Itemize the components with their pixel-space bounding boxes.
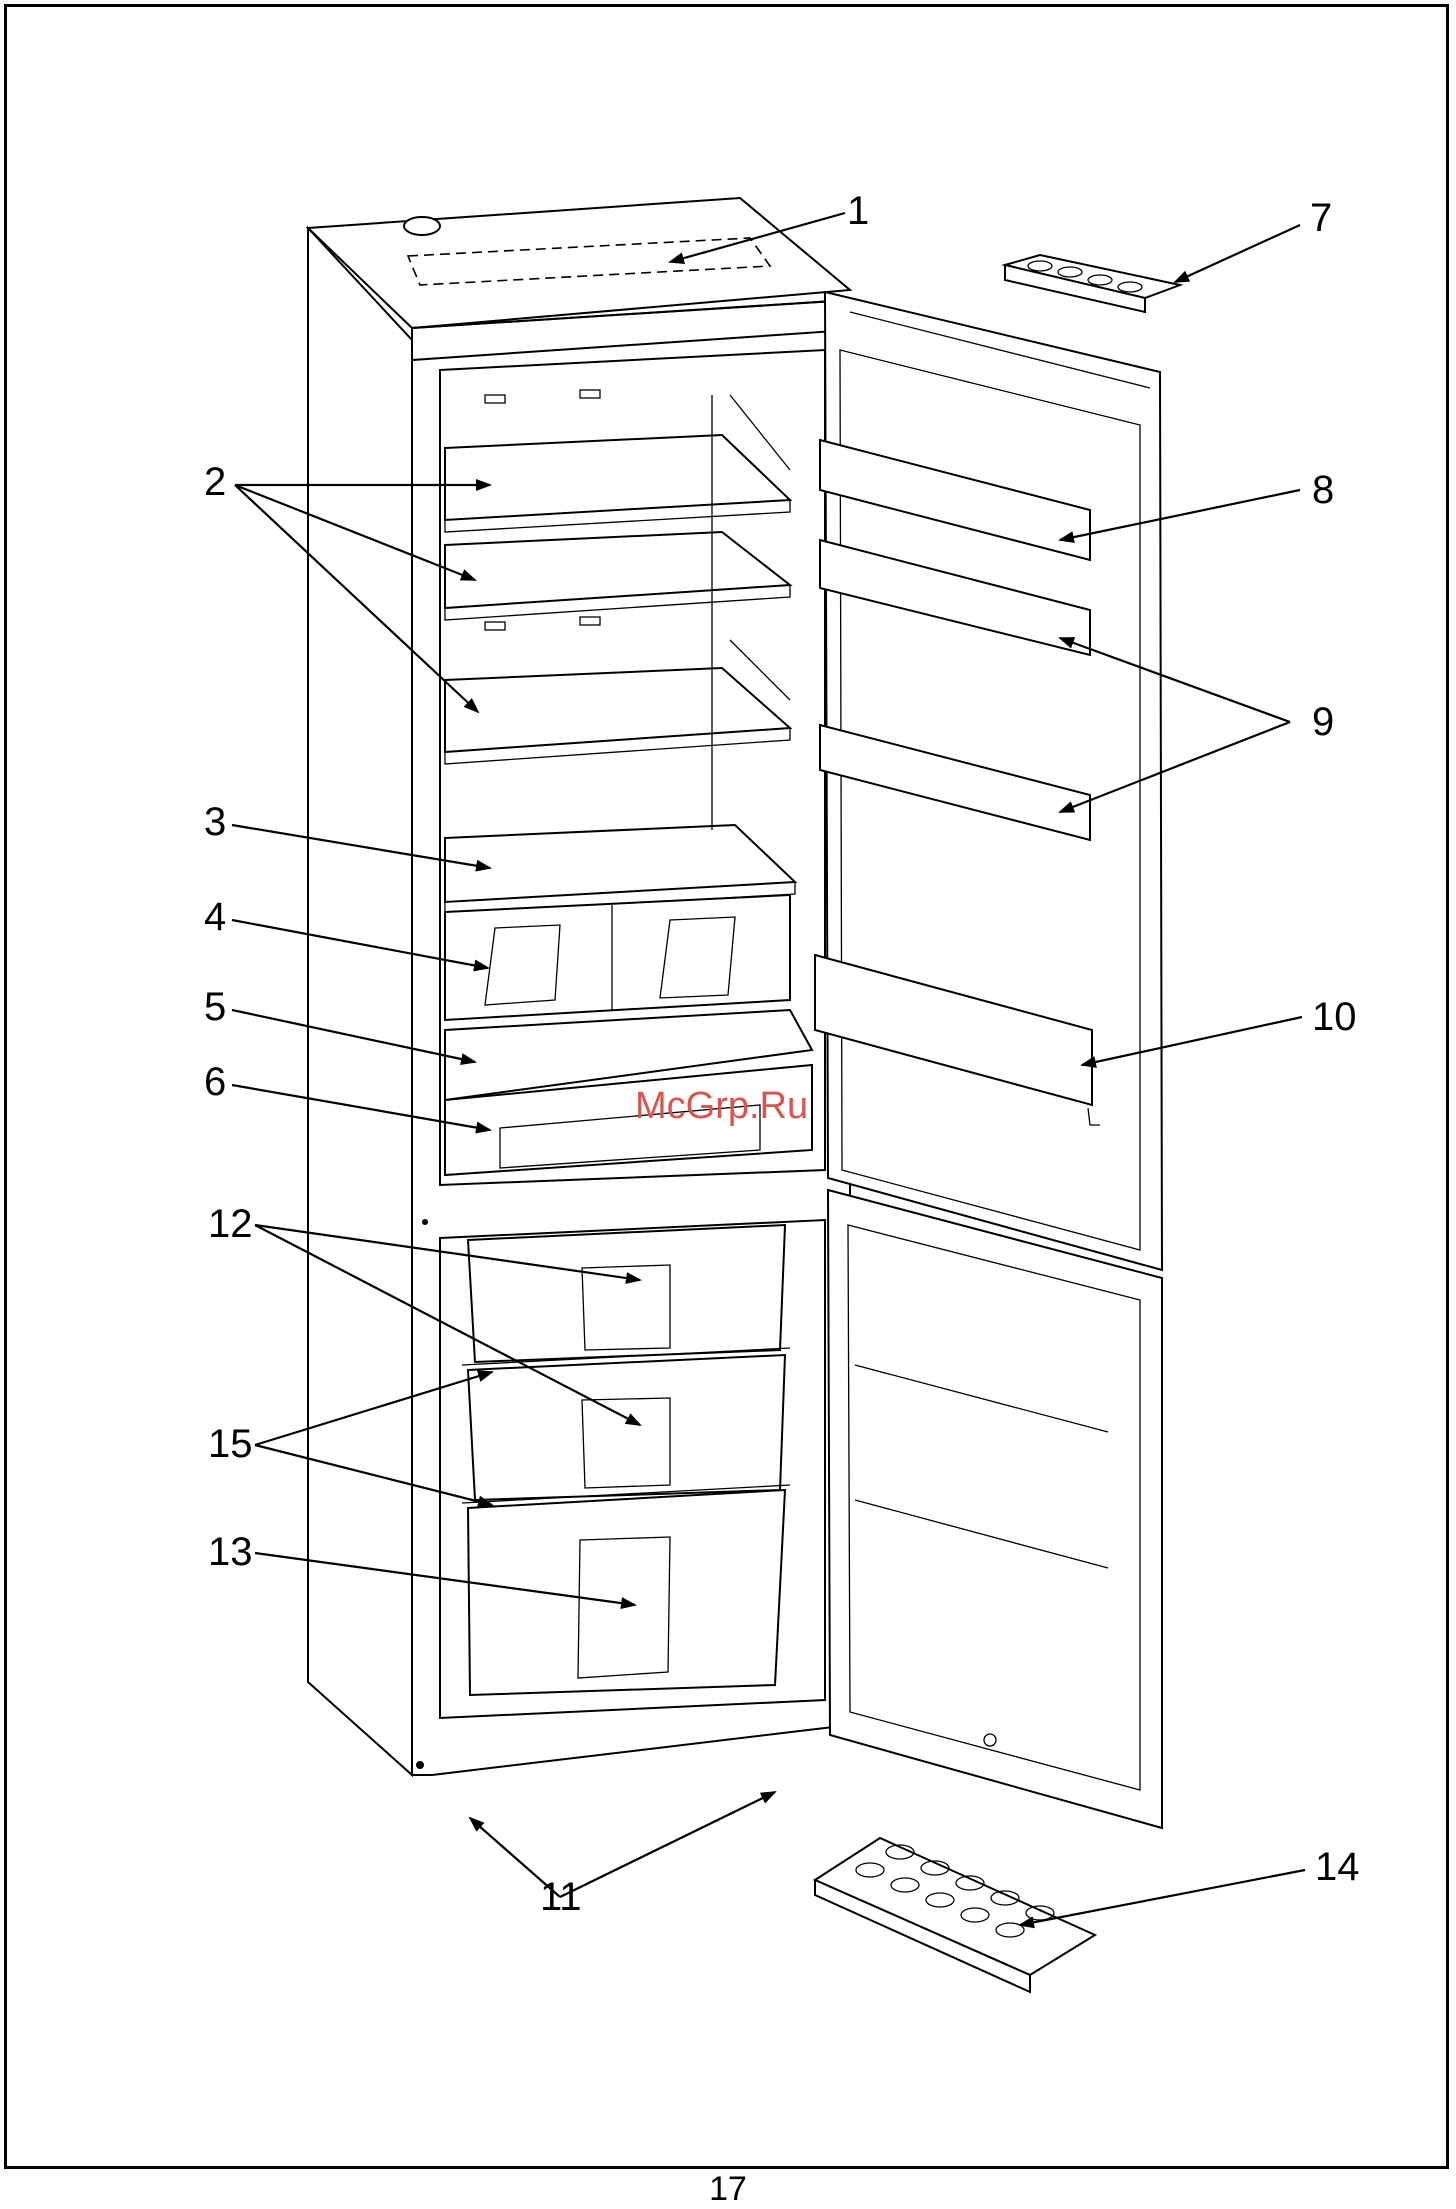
callout-11: 11 — [540, 1875, 582, 1919]
freezer-drawers — [462, 1225, 790, 1695]
callout-6: 6 — [204, 1060, 226, 1104]
callout-10: 10 — [1312, 995, 1357, 1039]
callout-9: 9 — [1312, 700, 1334, 744]
ice-tray — [1005, 255, 1180, 312]
callout-1: 1 — [847, 189, 869, 233]
callout-3: 3 — [204, 800, 226, 844]
callout-14: 14 — [1315, 1845, 1360, 1889]
callout-2: 2 — [204, 460, 226, 504]
callout-13: 13 — [208, 1530, 253, 1574]
callout-15: 15 — [208, 1422, 253, 1466]
page-number: 17 — [0, 2170, 1456, 2209]
callout-5: 5 — [204, 985, 226, 1029]
watermark-text: McGrp.Ru — [635, 1085, 808, 1127]
egg-tray — [815, 1838, 1095, 1992]
callout-12: 12 — [208, 1202, 253, 1246]
callout-4: 4 — [204, 895, 226, 939]
callout-8: 8 — [1312, 468, 1334, 512]
callout-7: 7 — [1310, 196, 1332, 240]
crisper-drawers — [445, 895, 812, 1175]
